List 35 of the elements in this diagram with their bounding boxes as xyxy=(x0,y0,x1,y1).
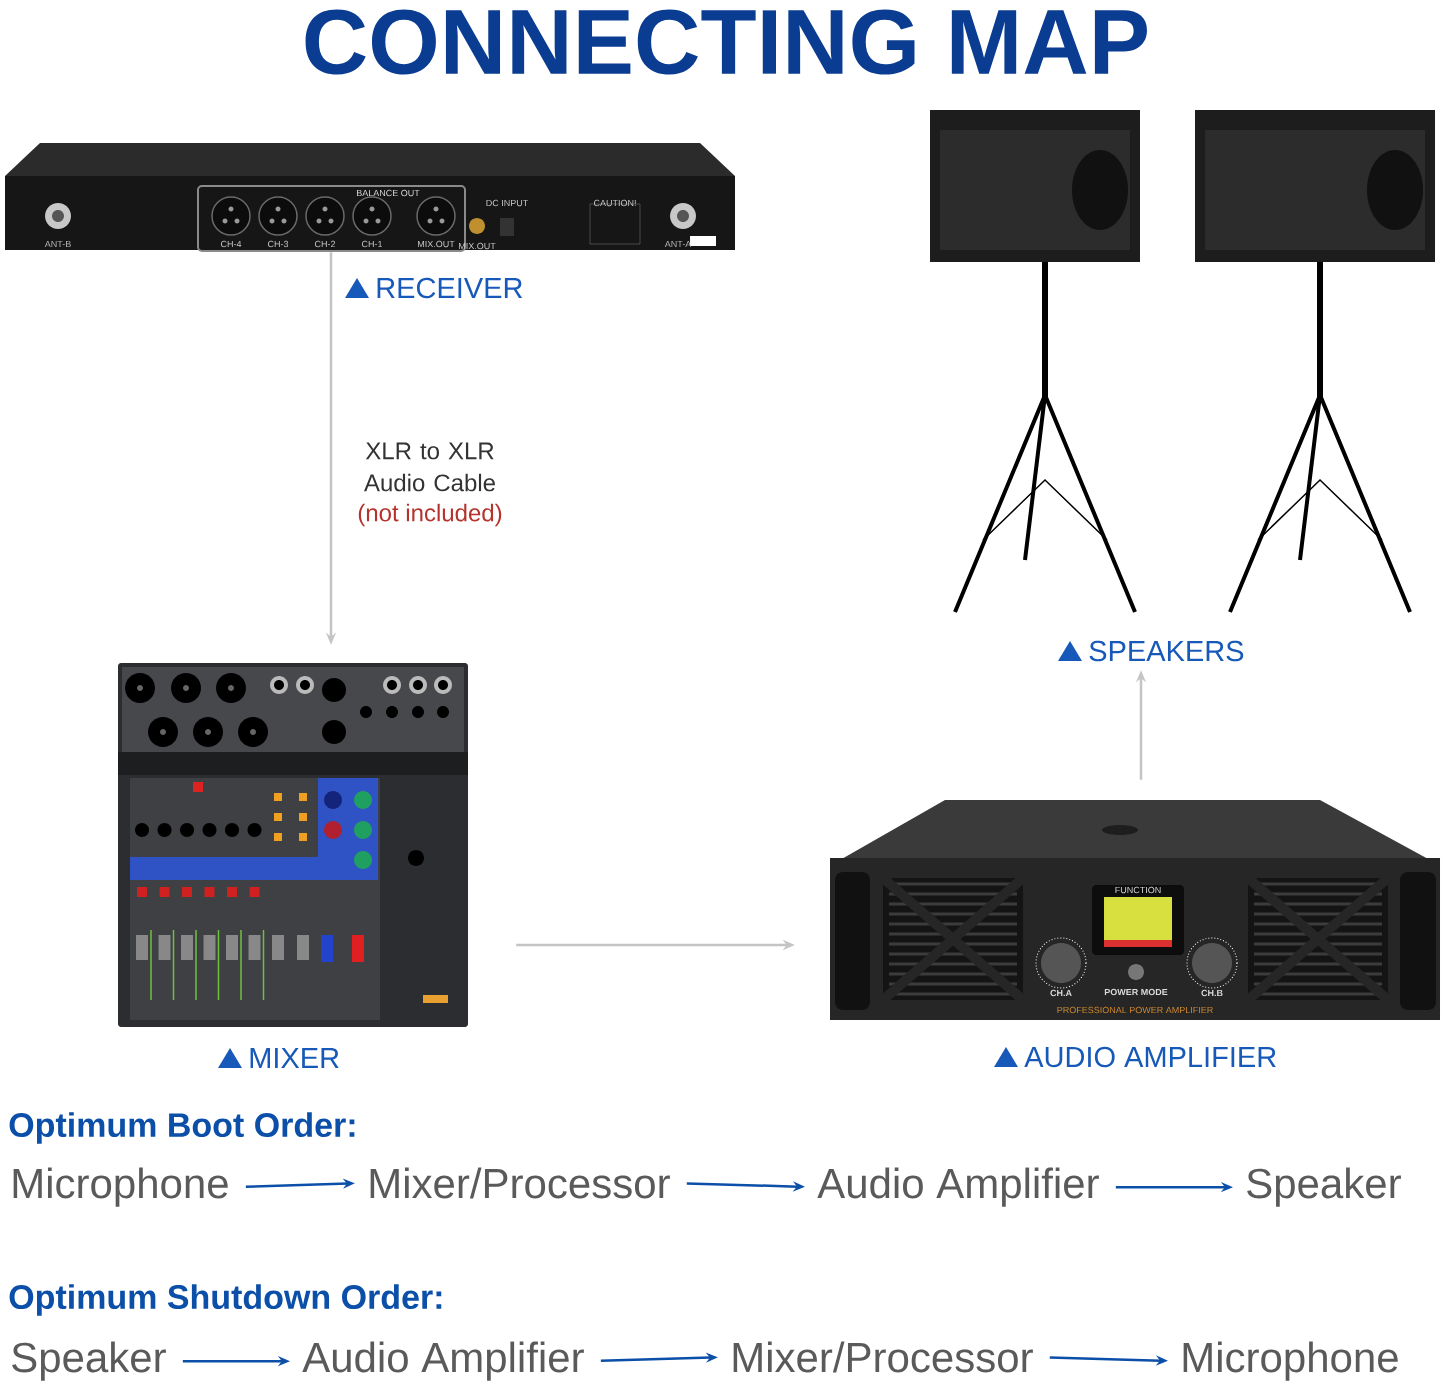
device-caption: SPEAKERS xyxy=(1089,640,1244,662)
device-text: PROFESSIONAL POWER AMPLIFIER xyxy=(1057,1006,1213,1014)
step-text: Microphone xyxy=(13,1167,228,1207)
device-text: CH-2 xyxy=(314,240,336,248)
device-caption: MIXER xyxy=(250,1048,339,1068)
mixer-drawing xyxy=(118,663,468,1027)
device-text: CH.B xyxy=(1201,989,1223,997)
amplifier-drawing xyxy=(830,800,1440,1020)
device-text: MIX.OUT xyxy=(418,240,455,248)
device-text: CH.A xyxy=(1050,989,1072,997)
step-text: Audio Amplifier xyxy=(302,1341,584,1381)
step-text: Microphone xyxy=(1183,1341,1398,1381)
device-text: DC INPUT xyxy=(486,199,529,207)
receiver-drawing xyxy=(5,143,735,252)
device-text: POWER MODE xyxy=(1104,988,1168,996)
note-text: (not included) xyxy=(358,503,502,527)
device-text: FUNCTION xyxy=(1115,886,1161,894)
step-text: Mixer/Processor xyxy=(370,1167,670,1199)
edge-label: XLR to XLR Audio Cable xyxy=(364,442,495,492)
step-text: Mixer/Processor xyxy=(733,1341,1033,1373)
step-text: Audio Amplifier xyxy=(817,1167,1099,1207)
section-heading: Optimum Shutdown Order: xyxy=(9,1284,442,1316)
device-caption: RECEIVER xyxy=(377,277,523,299)
section-heading: Optimum Boot Order: xyxy=(9,1112,355,1144)
device-text: CH-1 xyxy=(361,240,383,248)
device-text: ANT-B xyxy=(44,240,71,248)
device-text: CH-3 xyxy=(267,240,289,248)
device-text: CH-4 xyxy=(220,240,242,248)
speakers-drawing xyxy=(930,110,1435,614)
step-text: Speaker xyxy=(1247,1167,1401,1207)
step-text: Speaker xyxy=(12,1341,166,1381)
device-text: BALANCE OUT xyxy=(357,189,420,197)
device-caption: AUDIO AMPLIFIER xyxy=(1024,1046,1276,1068)
title: CONNECTING MAP xyxy=(305,9,1147,75)
device-text: CAUTION! xyxy=(593,199,636,207)
